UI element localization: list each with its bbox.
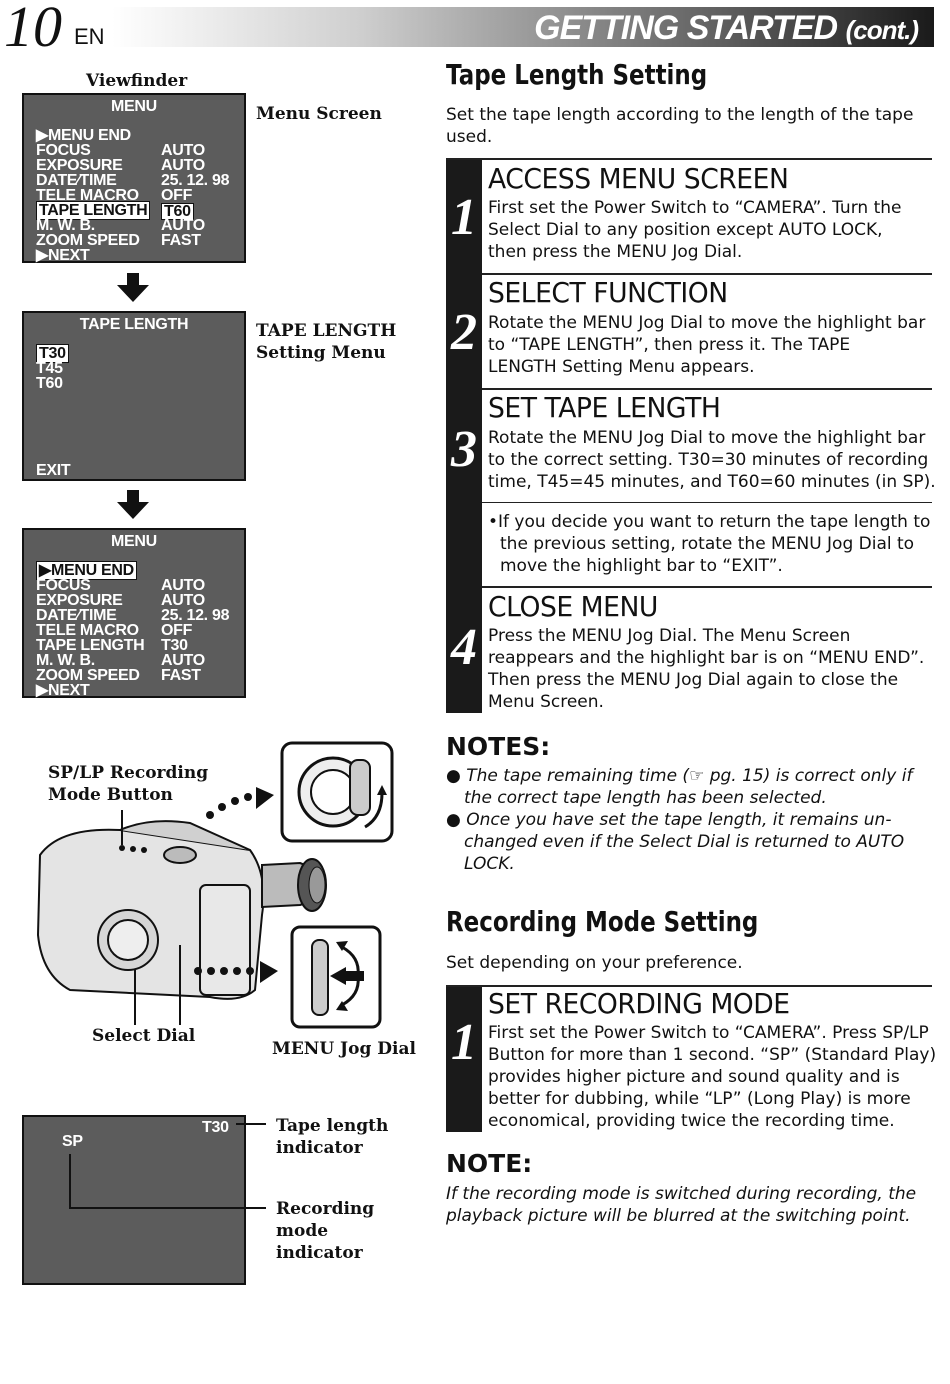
- tape-indicator-label: Tape length indicator: [276, 1116, 389, 1158]
- exit-option: EXIT: [36, 462, 71, 479]
- tape-option: T45: [36, 360, 63, 377]
- note-item: ● Once you have set the tape length, it …: [446, 810, 892, 830]
- select-dial-label: Select Dial: [92, 1026, 196, 1046]
- note-text: If the recording mode is switched during…: [446, 1184, 917, 1226]
- menu-row: ▶NEXT: [36, 682, 90, 699]
- sp-lp-label: SP/LP Recording Mode Button: [48, 763, 209, 805]
- screen-title: MENU: [111, 98, 157, 115]
- steps-band: [446, 985, 482, 1132]
- step-number: 1: [451, 1014, 477, 1071]
- step-number: 1: [451, 189, 477, 246]
- step-body: Press the MENU Jog Dial. The Menu Screen…: [488, 626, 925, 712]
- recording-intro: Set depending on your preference.: [446, 953, 743, 973]
- step-body: First set the Power Switch to “CAMERA”. …: [488, 198, 902, 262]
- note-item: ● The tape remaining time (☞ pg. 15) is …: [446, 766, 913, 786]
- down-arrow-icon: [117, 490, 149, 519]
- tape-length-screen: TAPE LENGTH T30 T45 T60 EXIT: [22, 311, 246, 481]
- menu-row: ▶NEXT: [36, 247, 90, 264]
- header-cont: (cont.): [845, 15, 919, 45]
- tape-length-title: Tape Length Setting: [446, 58, 708, 91]
- tape-menu-label: TAPE LENGTH Setting Menu: [256, 321, 397, 363]
- step-number: 3: [451, 421, 477, 478]
- step-heading: CLOSE MENU: [488, 590, 658, 623]
- menu-row: ▶MENU END: [36, 127, 131, 144]
- screen-title: MENU: [111, 533, 157, 550]
- indicator-screen: SP T30: [22, 1115, 246, 1285]
- step-heading: SET RECORDING MODE: [488, 987, 790, 1020]
- header-title: GETTING STARTED: [534, 9, 838, 47]
- rule: [482, 586, 932, 588]
- menu-row-highlighted: ▶MENU END: [36, 561, 137, 580]
- menu-jog-dial-label: MENU Jog Dial: [272, 1039, 416, 1059]
- recording-indicator-label: Recording mode indicator: [276, 1199, 375, 1263]
- tape-intro: Set the tape length according to the len…: [446, 105, 914, 147]
- recording-mode-indicator: SP: [62, 1133, 83, 1150]
- steps-band: [446, 158, 482, 713]
- step-number: 4: [451, 619, 477, 676]
- notes-list: ● The tape remaining time (☞ pg. 15) is …: [446, 766, 913, 874]
- rule: [482, 502, 932, 503]
- notes-title: NOTES:: [446, 732, 551, 761]
- section-header: GETTING STARTED (cont.): [534, 9, 919, 48]
- tape-option-highlighted: T30: [36, 344, 69, 363]
- tape-length-indicator: T30: [202, 1119, 229, 1136]
- indicator-leader-lines: [69, 1123, 266, 1209]
- viewfinder-label: Viewfinder: [86, 71, 188, 91]
- step-body: Rotate the MENU Jog Dial to move the hig…: [488, 313, 926, 377]
- step-heading: ACCESS MENU SCREEN: [488, 162, 789, 195]
- menu-row: M. W. B.AUTO: [36, 652, 205, 669]
- rule: [446, 158, 932, 160]
- step-heading: SELECT FUNCTION: [488, 276, 728, 309]
- rule: [482, 388, 932, 390]
- down-arrow-icon: [117, 273, 149, 302]
- step-note: •If you decide you want to return the ta…: [488, 512, 931, 576]
- page-language: EN: [74, 24, 105, 49]
- screen-title: TAPE LENGTH: [79, 316, 189, 333]
- recording-mode-title: Recording Mode Setting: [446, 905, 759, 938]
- step-body: First set the Power Switch to “CAMERA”. …: [488, 1023, 937, 1131]
- rule: [482, 273, 932, 275]
- step-body: Rotate the MENU Jog Dial to move the hig…: [488, 428, 936, 492]
- menu-screen-label: Menu Screen: [256, 104, 382, 124]
- header-bar: GETTING STARTED (cont.): [112, 7, 934, 47]
- menu-row: M. W. B.AUTO: [36, 217, 205, 234]
- camcorder-illustration: [36, 741, 394, 1029]
- rule: [446, 985, 932, 987]
- step-number: 2: [451, 304, 477, 361]
- tape-option: T60: [36, 375, 63, 392]
- note-title: NOTE:: [446, 1149, 533, 1178]
- step-heading: SET TAPE LENGTH: [488, 391, 721, 424]
- page-number: 10: [4, 0, 62, 59]
